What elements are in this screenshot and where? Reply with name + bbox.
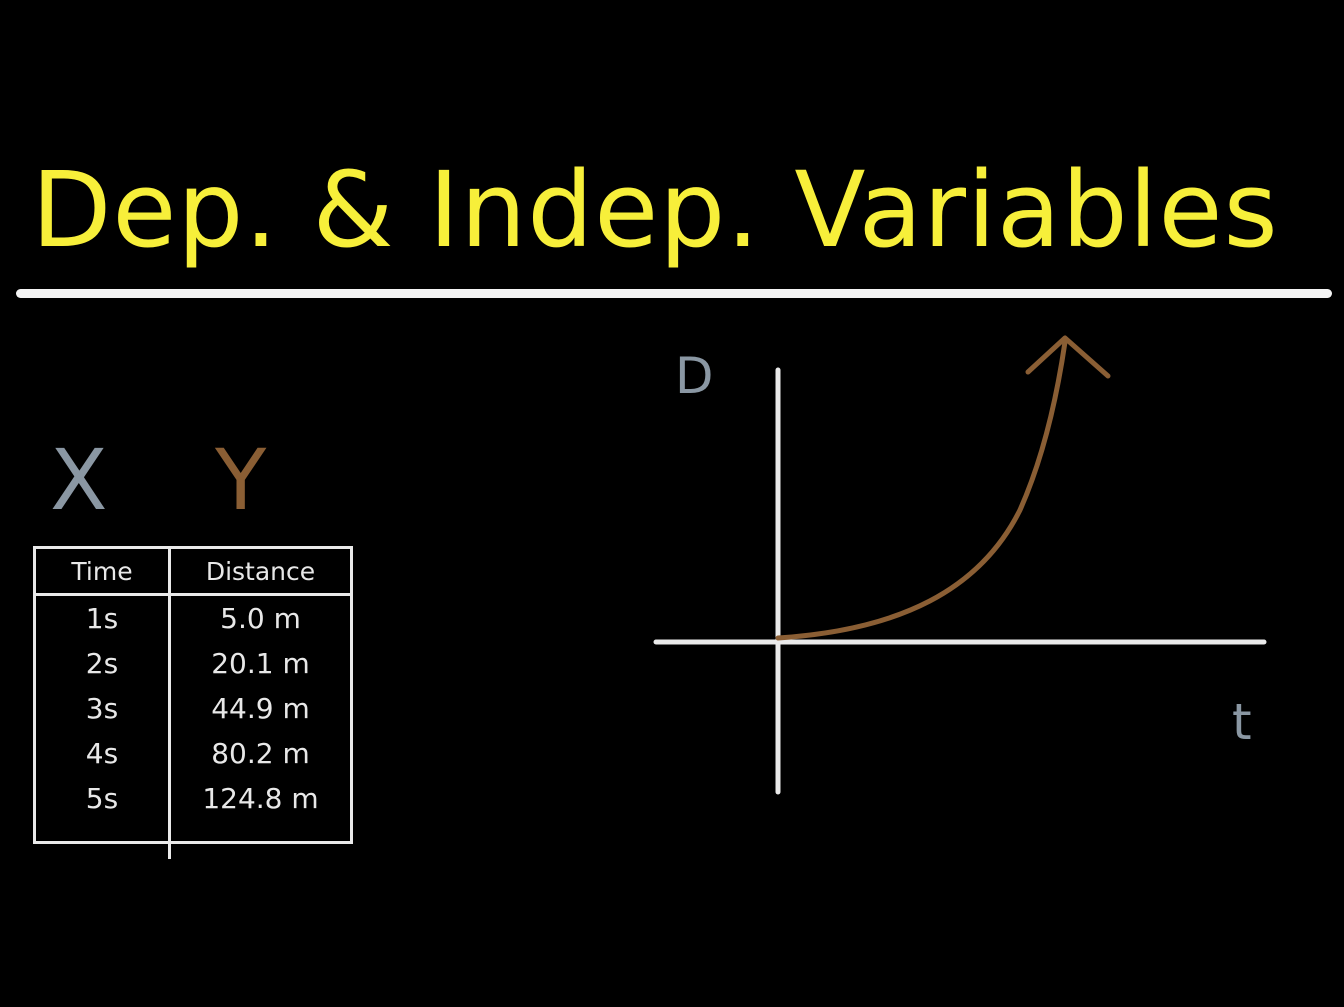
table-row: 5s 124.8 m [36, 776, 350, 821]
table-cell-distance: 20.1 m [211, 647, 310, 680]
column-header-distance: Distance [169, 549, 350, 596]
table-row: 2s 20.1 m [36, 641, 350, 686]
x-axis-label: t [1232, 693, 1252, 751]
table-cell-time: 3s [36, 686, 171, 731]
data-table: Time Distance 1s 5.0 m 2s 20.1 m 3s 44.9… [36, 549, 350, 859]
title-divider [16, 289, 1332, 298]
time-distance-table: Time Distance 1s 5.0 m 2s 20.1 m 3s 44.9… [33, 546, 353, 859]
table-cell-distance: 80.2 m [211, 737, 310, 770]
table-cell-time: 5s [36, 776, 171, 821]
table-spacer-row [36, 821, 350, 859]
table-spacer-cell [170, 821, 351, 859]
table-cell-time: 1s [36, 594, 171, 641]
y-variable-label: Y [215, 431, 267, 529]
table-cell-time: 2s [36, 641, 171, 686]
table-cell-time: 4s [36, 731, 171, 776]
y-axis-label: D [675, 347, 714, 405]
table-cell-distance: 5.0 m [220, 602, 301, 635]
table-row: 4s 80.2 m [36, 731, 350, 776]
table-row: 3s 44.9 m [36, 686, 350, 731]
table-spacer-cell [36, 821, 171, 859]
x-variable-label: X [50, 431, 108, 529]
curve-arrowhead [1025, 335, 1111, 379]
table-row: 1s 5.0 m [36, 594, 350, 641]
distance-time-graph [653, 335, 1267, 795]
table-cell-distance: 124.8 m [202, 782, 319, 815]
table-cell-distance: 44.9 m [211, 692, 310, 725]
table-header-row: Time Distance [36, 549, 350, 596]
page-title: Dep. & Indep. Variables [31, 149, 1279, 271]
column-header-time: Time [36, 549, 171, 596]
growth-curve [775, 339, 1068, 641]
